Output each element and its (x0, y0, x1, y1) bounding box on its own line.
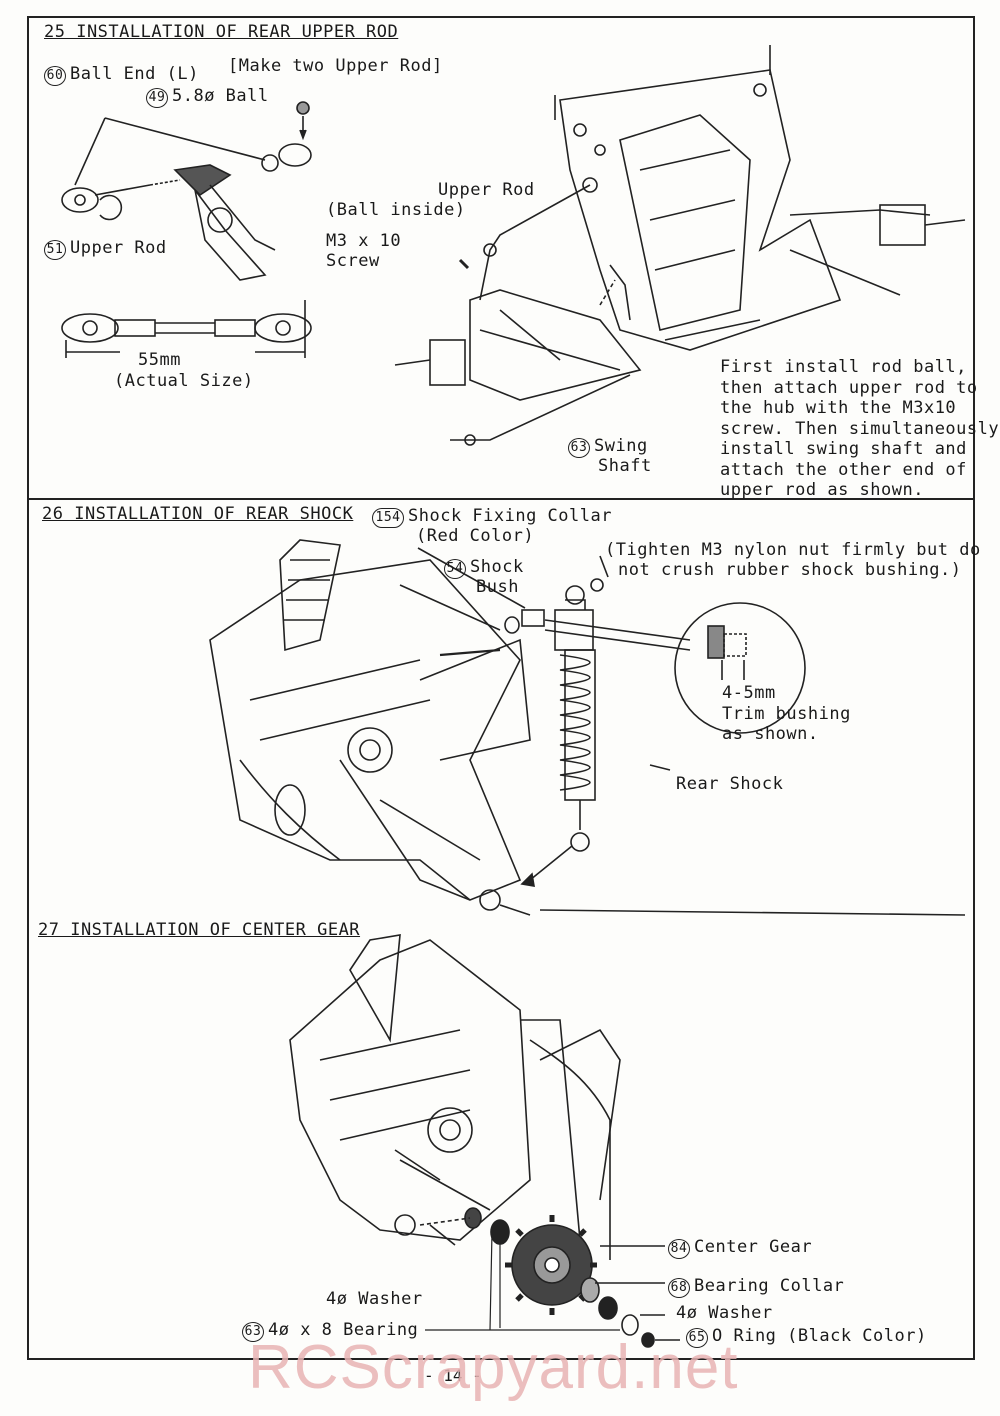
label-screw: Screw (326, 251, 380, 271)
section-26-27-frame (27, 496, 975, 1360)
rear-shock-drawing (399, 547, 966, 916)
page-number: - 14 - (424, 1366, 482, 1385)
label-tighten-2: not crush rubber shock bushing.) (618, 560, 962, 580)
ball-end-drawing (61, 101, 312, 221)
label-shaft: Shaft (598, 456, 652, 476)
section-27-title: 27 INSTALLATION OF CENTER GEAR (38, 920, 361, 940)
label-upper-rod: Upper Rod (438, 180, 535, 200)
label-washer-right: 4ø Washer (676, 1303, 773, 1323)
label-as-shown: as shown. (722, 724, 819, 744)
label-trim-size: 4-5mm (722, 683, 776, 703)
label-ball-inside: (Ball inside) (326, 200, 466, 220)
instruction-note: First install rod ball, then attach uppe… (720, 357, 1000, 500)
watermark: RCScrapyard.net (248, 1333, 739, 1402)
label-red-color: (Red Color) (416, 526, 535, 546)
label-make-two: [Make two Upper Rod] (228, 56, 443, 76)
label-size: 55mm (138, 350, 181, 370)
chassis-26-drawing (209, 539, 531, 916)
rod-actual-size (61, 300, 312, 358)
section-26-title: 26 INSTALLATION OF REAR SHOCK (42, 504, 354, 524)
chassis-27-drawing (289, 934, 621, 1260)
label-bush: Bush (476, 577, 519, 597)
label-washer-left: 4ø Washer (326, 1289, 423, 1309)
center-gear-drawing (419, 1207, 680, 1348)
label-rear-shock: Rear Shock (676, 774, 784, 794)
label-screw-size: M3 x 10 (326, 231, 402, 251)
section-25-title: 25 INSTALLATION OF REAR UPPER ROD (44, 22, 399, 42)
label-tighten-1: (Tighten M3 nylon nut firmly but do (605, 540, 981, 560)
chassis-25-drawing (394, 45, 966, 446)
pliers-drawing (173, 164, 276, 281)
label-actual-size: (Actual Size) (114, 371, 254, 391)
label-trim-bushing: Trim bushing (722, 704, 851, 724)
section-25-frame (27, 16, 975, 500)
